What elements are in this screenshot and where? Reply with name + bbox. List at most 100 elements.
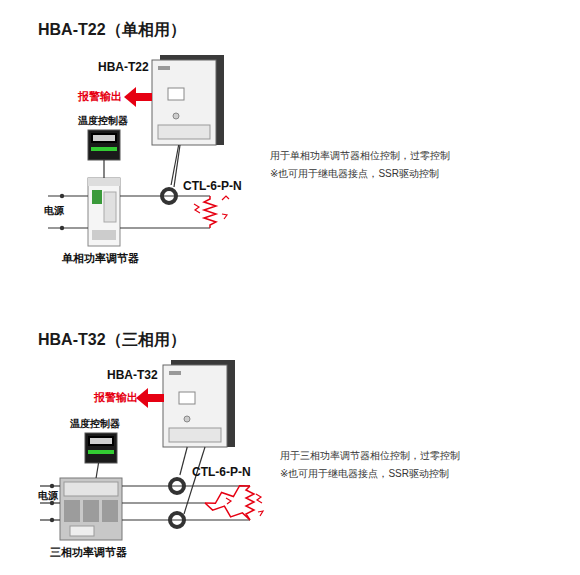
device-front	[163, 365, 227, 447]
wire	[48, 195, 88, 196]
current-transformer	[170, 513, 184, 527]
device-terminal	[158, 125, 210, 139]
device-terminal	[169, 428, 221, 442]
device-dial	[168, 88, 184, 100]
wire	[48, 227, 88, 228]
regulator-panel	[104, 192, 116, 222]
signal-wire	[96, 463, 98, 478]
node-heading: HBA-T22	[98, 60, 149, 74]
temperature-controller	[88, 130, 120, 160]
arrow-body	[146, 394, 164, 402]
description-note: ※也可用于继电器接点，SSR驱动控制	[270, 168, 439, 180]
signal-wire	[103, 160, 104, 178]
spark	[226, 498, 231, 504]
power-wires	[40, 447, 250, 520]
terminal-dot	[60, 194, 64, 198]
wire	[120, 227, 210, 228]
device-logo	[158, 66, 170, 70]
power-regulator	[88, 178, 120, 246]
heater-symbol	[246, 486, 254, 520]
controller-segments	[90, 438, 112, 444]
regulator-body	[60, 478, 122, 540]
temperature-controller: 温度控制器	[88, 130, 120, 160]
hba-t32-unit: HBA-T32	[163, 365, 233, 447]
spark	[194, 204, 200, 213]
device-knob	[173, 113, 179, 119]
spark-mark	[194, 196, 229, 219]
regulator-indicator	[92, 190, 102, 204]
hba-t22-unit: HBA-T22	[152, 57, 222, 145]
hba-t32-device	[163, 360, 235, 447]
signal-wire	[174, 145, 180, 187]
device-knob	[184, 416, 190, 422]
node-heading: 三相功率调节器	[50, 546, 127, 559]
spark	[258, 511, 263, 516]
three-phase-regulator: 三相功率调节器	[60, 478, 122, 540]
alarm-output-label: 报警输出	[78, 90, 122, 103]
description-note: ※也可用于继电器接点，SSR驱动控制	[280, 468, 449, 480]
description-note: 用于三相功率调节器相位控制，过零控制	[280, 450, 460, 462]
signal-wire	[171, 145, 179, 185]
power-regulator: 单相功率调节器	[88, 178, 120, 246]
section-heading: HBA-T32（三相用）	[38, 330, 186, 349]
description-note: 用于单相功率调节器相位控制，过零控制	[270, 150, 450, 162]
signal-wire	[180, 447, 187, 475]
terminal-dot	[50, 518, 54, 522]
heater-symbol	[205, 486, 250, 504]
terminal-dot	[60, 226, 64, 230]
terminal-dot	[50, 484, 54, 488]
current-transformer: CTL-6-P-N	[159, 185, 179, 207]
node-heading: 温度控制器	[70, 418, 120, 430]
node-heading: 温度控制器	[78, 115, 128, 127]
regulator-body	[88, 178, 120, 246]
current-transformer	[170, 479, 184, 493]
temperature-controller	[85, 433, 117, 463]
alarm-arrow	[124, 87, 152, 107]
temperature-controller: 温度控制器	[85, 433, 117, 463]
heater-symbol	[204, 196, 216, 228]
controller-segments	[93, 135, 115, 141]
regulator-top	[88, 178, 120, 186]
section-heading: HBA-T22（单相用）	[38, 20, 186, 39]
hba-t22-device	[152, 55, 224, 145]
arrow-head	[124, 87, 136, 107]
three-phase-regulator	[60, 478, 122, 540]
node-heading: HBA-T32	[107, 368, 158, 382]
device-dial	[179, 392, 195, 404]
spark	[222, 196, 229, 200]
node-heading: CTL-6-P-N	[192, 465, 251, 479]
current-transformer	[162, 189, 176, 203]
regulator-plate	[70, 526, 94, 536]
regulator-panel	[64, 482, 118, 496]
controller-display	[91, 133, 117, 143]
alarm-output-label: 报警输出	[94, 391, 138, 404]
terminal-dot	[50, 501, 54, 505]
arrow-body	[134, 93, 152, 101]
node-heading: CTL-6-P-N	[183, 179, 242, 193]
delta-heater	[205, 486, 254, 520]
device-front	[152, 60, 216, 145]
power-label: 电源	[38, 490, 58, 502]
spark	[256, 494, 262, 503]
controller-bar	[88, 450, 114, 454]
device-logo	[169, 371, 181, 375]
controller-bar	[91, 147, 117, 151]
alarm-arrow	[136, 388, 164, 408]
node-heading: 单相功率调节器	[62, 252, 139, 265]
heater-symbol	[205, 503, 250, 520]
power-label: 电源	[44, 205, 64, 217]
current-transformer: CTL-6-P-N	[166, 475, 188, 497]
regulator-fin	[64, 500, 80, 522]
regulator-fin	[83, 500, 99, 522]
controller-body	[85, 433, 117, 463]
controller-display	[88, 436, 114, 446]
spark-mark	[226, 494, 263, 516]
spark	[222, 214, 227, 219]
wire	[120, 195, 210, 196]
controller-body	[88, 130, 120, 160]
regulator-fin	[102, 500, 118, 522]
signal-wire	[184, 447, 205, 514]
